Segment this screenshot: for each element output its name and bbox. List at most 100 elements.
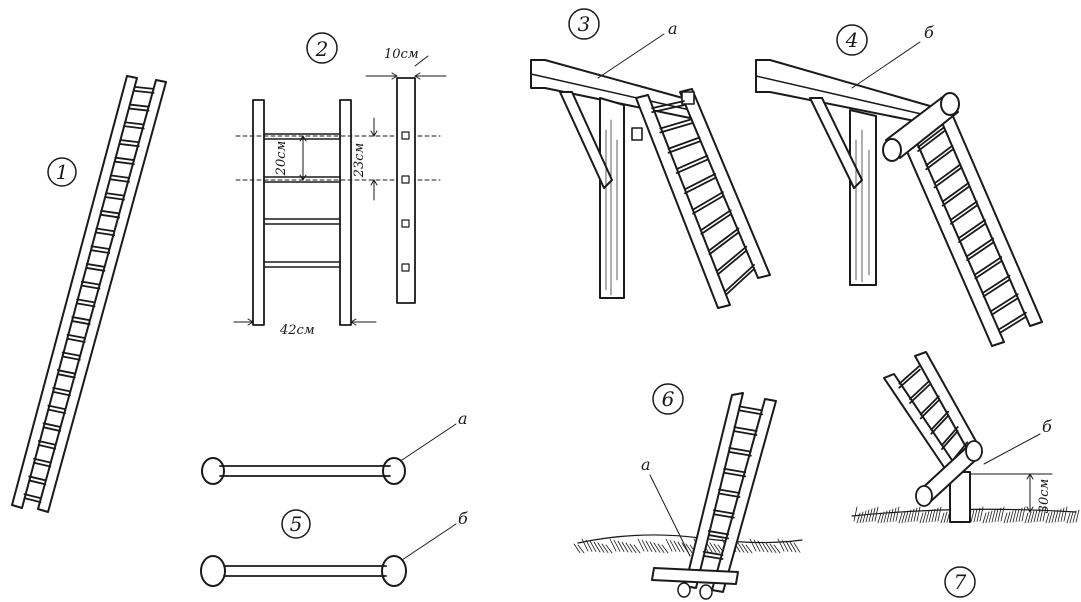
ladder-rung	[702, 554, 724, 560]
figure-5-rung-a: а	[201, 409, 468, 485]
ground-stroke	[1039, 507, 1044, 522]
ladder-rung	[667, 136, 701, 150]
ladder-rung	[733, 426, 758, 432]
ladder-rung	[723, 467, 747, 474]
ground-stroke	[1063, 506, 1068, 522]
ladder-rung	[933, 163, 962, 185]
ladder-rung	[104, 196, 125, 201]
ladder-rung	[966, 241, 995, 262]
ladder-rung	[684, 172, 716, 191]
svg-text:б: б	[924, 23, 934, 42]
ground-stroke	[1060, 507, 1065, 522]
ladder-rung	[76, 298, 96, 304]
svg-text:6: 6	[662, 387, 675, 411]
figure-7-dimension: 30см б	[969, 417, 1053, 513]
ground-stroke	[907, 509, 912, 523]
ground-stroke	[877, 512, 882, 524]
ground-stroke	[609, 538, 617, 552]
ladder-rung	[930, 414, 950, 435]
ladder-rung	[725, 263, 755, 292]
ground-stroke	[991, 509, 996, 523]
ground-stroke	[773, 544, 781, 554]
ladder-rung	[114, 156, 135, 161]
ladder-rung	[919, 399, 940, 420]
ground-stroke	[928, 509, 933, 523]
ladder-rung	[33, 461, 52, 468]
figure-4-ladder	[901, 113, 1043, 347]
ladder-rung	[667, 140, 701, 154]
ladder-rung	[933, 167, 962, 189]
ground-stroke	[934, 507, 939, 522]
ladder-rung	[707, 530, 730, 536]
svg-text:7: 7	[954, 570, 967, 594]
ladder-rung	[949, 200, 978, 221]
ladder-rung	[80, 280, 101, 286]
ladder-rung	[119, 139, 140, 144]
ladder-rung	[90, 245, 111, 250]
ground-stroke	[922, 511, 927, 523]
figure-2-rail-side	[396, 77, 416, 304]
ground-stroke	[856, 512, 861, 524]
ground-stroke	[940, 512, 945, 524]
ladder-rung	[949, 204, 978, 225]
ground-stroke	[769, 543, 777, 553]
ground-stroke	[669, 539, 677, 552]
ground-stroke	[898, 512, 903, 524]
ladder-rung	[85, 267, 106, 272]
ground-stroke	[765, 542, 773, 553]
ground-stroke	[605, 544, 613, 554]
ladder-rung	[708, 227, 740, 252]
ladder-rung	[71, 316, 91, 322]
ground-stroke	[613, 539, 621, 552]
ground-stroke	[753, 539, 761, 552]
ladder-rung	[712, 509, 735, 515]
ladder-rung	[941, 430, 959, 450]
ground-stroke	[581, 538, 589, 552]
ladder-rung	[728, 447, 752, 453]
ground-stroke	[874, 506, 879, 522]
ground-stroke	[757, 540, 765, 553]
ladder-rung	[133, 89, 155, 94]
ladder-rung	[684, 176, 716, 195]
svg-text:а: а	[668, 19, 678, 38]
ground-stroke	[1012, 509, 1017, 523]
ground-stroke	[657, 543, 665, 553]
ground-stroke	[1057, 508, 1062, 523]
ground-stroke	[988, 510, 993, 523]
ground-stroke	[649, 541, 657, 553]
ground-stroke	[1000, 506, 1005, 522]
ground-stroke	[1033, 509, 1038, 523]
ladder-rung	[725, 267, 755, 296]
ladder-rung	[42, 426, 62, 432]
ground-stroke	[973, 508, 978, 523]
ground-stroke	[641, 539, 649, 552]
ground-stroke	[633, 544, 641, 554]
ground-stroke	[1075, 509, 1080, 523]
ground-stroke	[1003, 512, 1008, 524]
ladder-rung	[37, 444, 57, 450]
ground-stroke	[970, 509, 975, 523]
ground-stroke	[1030, 510, 1035, 523]
ground-stroke	[789, 541, 797, 553]
ladder-rung	[57, 373, 76, 379]
ladder-rung	[982, 274, 1011, 294]
figure-3-ladder	[631, 88, 771, 309]
ladder-rung	[33, 457, 52, 464]
ladder-rung	[716, 249, 748, 276]
ladder-rung	[718, 492, 741, 498]
ladder-rung	[700, 209, 732, 231]
figure-6-ladder	[651, 392, 777, 600]
ladder-rung	[66, 337, 86, 343]
ground-stroke	[919, 512, 924, 524]
ladder-rung	[119, 143, 140, 148]
figure-6-marker: 6	[652, 383, 684, 415]
ground-stroke	[910, 508, 915, 523]
figure-3-frame	[530, 59, 691, 299]
figure-4-marker: 4	[836, 24, 868, 56]
ladder-rung	[675, 158, 709, 174]
ground-stroke	[593, 541, 601, 553]
ladder-rung	[128, 107, 150, 112]
ladder-rung	[718, 488, 741, 494]
ladder-rung	[52, 390, 71, 397]
